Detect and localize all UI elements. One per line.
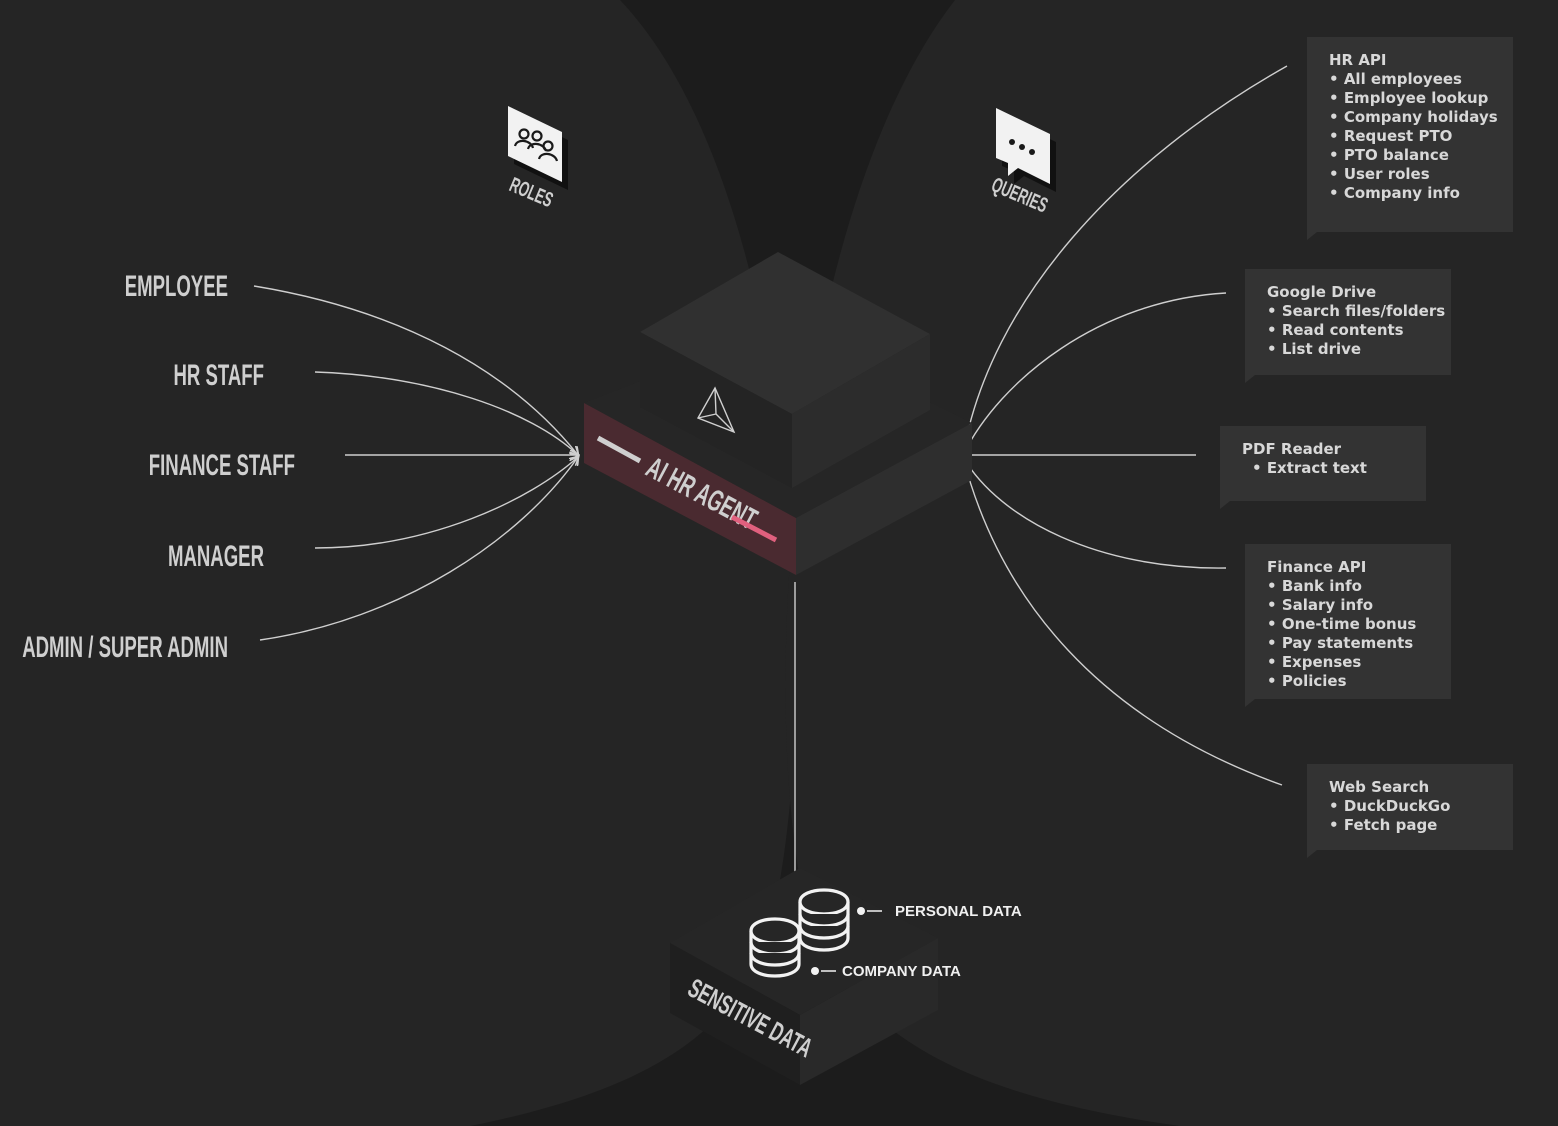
tool-box-hr-api: HR API All employees Employee lookup Com… [1307, 37, 1513, 240]
list-item: Read contents [1267, 321, 1431, 340]
list-item: PTO balance [1329, 146, 1493, 165]
tool-title: HR API [1329, 51, 1387, 69]
tool-box-web-search: Web Search DuckDuckGo Fetch page [1307, 764, 1513, 858]
tool-title: PDF Reader [1242, 440, 1342, 458]
tool-title: Google Drive [1267, 283, 1377, 301]
agent-block: AI HR AGENT [584, 252, 972, 575]
database-icon [749, 888, 850, 978]
company-data-pointer [811, 967, 836, 975]
role-connectors [253, 285, 578, 641]
role-admin: ADMIN / SUPER ADMIN [22, 631, 228, 665]
tool-box-pdf-reader: PDF Reader Extract text [1220, 426, 1426, 509]
list-item: Policies [1267, 672, 1431, 691]
personal-data-pointer [857, 907, 882, 915]
roles-header: ROLES [506, 106, 568, 212]
list-item: Company holidays [1329, 108, 1498, 127]
role-manager: MANAGER [168, 540, 264, 574]
tool-box-google-drive: Google Drive Search files/folders Read c… [1245, 269, 1451, 383]
company-data-label: COMPANY DATA [842, 963, 961, 980]
list-item: Request PTO [1329, 127, 1493, 146]
list-item: User roles [1329, 165, 1493, 184]
role-employee: EMPLOYEE [125, 270, 228, 304]
list-item: All employees [1329, 70, 1493, 89]
agent-accent-right [730, 514, 778, 543]
list-item: List drive [1267, 340, 1431, 359]
list-item: DuckDuckGo [1329, 797, 1493, 816]
list-item: Employee lookup [1329, 89, 1493, 108]
list-item: Extract text [1242, 459, 1406, 478]
role-hr-staff: HR STAFF [174, 359, 264, 393]
list-item: Salary info [1267, 596, 1431, 615]
chat-bubble-icon [1009, 139, 1035, 155]
tool-connectors [963, 65, 1288, 786]
tool-box-finance-api: Finance API Bank info Salary info One-ti… [1245, 544, 1451, 707]
prism-logo-icon [696, 386, 736, 434]
list-item: Fetch page [1329, 816, 1493, 835]
tool-title: Finance API [1267, 558, 1367, 576]
list-item: Company info [1329, 184, 1493, 203]
left-lobe [0, 0, 796, 1126]
tool-title: Web Search [1329, 778, 1430, 796]
role-finance-staff: FINANCE STAFF [149, 449, 295, 483]
list-item: Expenses [1267, 653, 1431, 672]
list-item: Bank info [1267, 577, 1431, 596]
agent-accent-left [596, 435, 642, 464]
list-item: Pay statements [1267, 634, 1431, 653]
users-icon [513, 128, 559, 162]
roles-list: EMPLOYEE HR STAFF FINANCE STAFF MANAGER … [22, 270, 295, 665]
personal-data-label: PERSONAL DATA [895, 903, 1022, 920]
list-item: One-time bonus [1267, 615, 1431, 634]
list-item: Search files/folders [1267, 302, 1445, 321]
